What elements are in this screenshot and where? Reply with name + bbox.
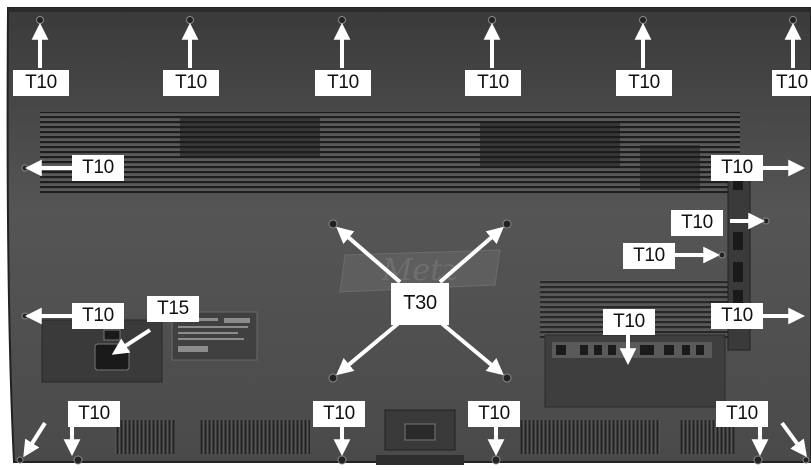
- label-left-lower: T10: [72, 303, 124, 329]
- lower-slot-vent-2: [200, 420, 310, 454]
- label-right-mid-2: T10: [623, 243, 675, 269]
- label-bottom-4: T10: [716, 401, 768, 427]
- screw-arrows: [23, 22, 807, 458]
- lower-slot-vent-1: [115, 420, 175, 454]
- label-top-5: T10: [616, 70, 672, 96]
- label-bottom-1: T10: [68, 401, 120, 427]
- metz-logo-text: Metz: [381, 253, 459, 288]
- stand-foot: [376, 455, 464, 465]
- label-connector-panel: T10: [603, 309, 655, 335]
- label-power-socket: T15: [147, 296, 199, 322]
- label-right-upper: T10: [711, 155, 763, 181]
- label-bottom-3: T10: [468, 401, 520, 427]
- upper-vent-grille: [40, 112, 740, 194]
- stand-mount-slot: [404, 423, 436, 441]
- lower-slot-vent-3: [520, 420, 660, 454]
- label-vesa-center: T30: [391, 283, 449, 325]
- vent-shadow-1: [180, 118, 320, 158]
- label-left-upper: T10: [72, 155, 124, 181]
- power-switch: [103, 329, 121, 341]
- vent-shadow-2: [480, 122, 620, 168]
- housing-top-edge: [8, 8, 811, 12]
- label-top-6: T10: [772, 70, 811, 96]
- label-top-4: T10: [465, 70, 521, 96]
- label-top-1: T10: [13, 70, 69, 96]
- metz-logo-emboss: [339, 249, 501, 293]
- label-right-lower: T10: [711, 303, 763, 329]
- vent-shadow-3: [640, 145, 700, 190]
- label-right-mid-1: T10: [671, 210, 723, 236]
- label-top-3: T10: [315, 70, 371, 96]
- connector-ports: [556, 345, 704, 355]
- label-bottom-2: T10: [313, 401, 365, 427]
- side-ports: [733, 176, 743, 308]
- label-top-2: T10: [163, 70, 219, 96]
